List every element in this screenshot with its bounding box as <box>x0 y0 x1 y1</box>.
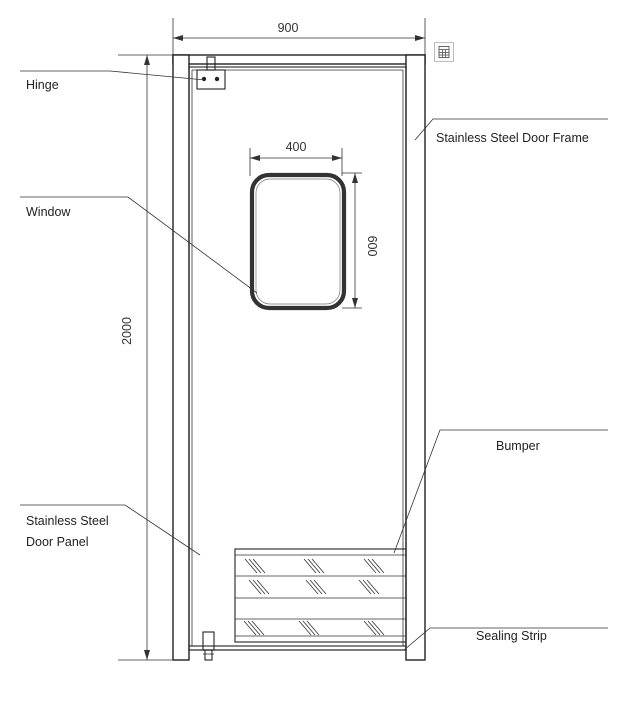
hatch-mark <box>366 579 380 595</box>
bumper-hatching <box>243 558 385 636</box>
hatch-mark <box>256 579 270 595</box>
height-dimension: 2000 <box>118 54 173 661</box>
hatch-mark <box>313 579 327 595</box>
window-width-dimension: 400 <box>249 140 343 176</box>
hatch-mark <box>248 558 262 574</box>
hatch-mark <box>251 620 265 636</box>
window-width-label: 400 <box>286 140 307 154</box>
hatch-mark <box>244 558 258 574</box>
hatch-mark <box>303 558 317 574</box>
hatch-mark <box>243 620 257 636</box>
hatch-mark <box>248 579 262 595</box>
hatch-mark <box>367 558 381 574</box>
sealing-strip <box>188 645 407 651</box>
table-grid-glyph <box>438 46 450 58</box>
door-panel <box>188 66 407 651</box>
hatch-mark <box>311 558 325 574</box>
hatch-mark <box>367 620 381 636</box>
hatch-mark <box>252 579 266 595</box>
hatch-mark <box>362 579 376 595</box>
hatch-mark <box>298 620 312 636</box>
window-label: Window <box>26 205 71 219</box>
sealing-strip-label: Sealing Strip <box>476 629 547 643</box>
hatch-mark <box>247 620 261 636</box>
hinge-bottom <box>202 631 215 661</box>
bumper <box>234 548 407 643</box>
hatch-mark <box>371 558 385 574</box>
hatch-mark <box>307 558 321 574</box>
hatch-mark <box>371 620 385 636</box>
hatch-mark <box>306 620 320 636</box>
window <box>249 172 347 311</box>
hatch-mark <box>363 558 377 574</box>
hatch-mark <box>305 579 319 595</box>
hatch-mark <box>302 620 316 636</box>
frame-label: Stainless Steel Door Frame <box>436 131 589 145</box>
window-height-dimension: 600 <box>342 172 379 309</box>
window-height-label: 600 <box>365 236 379 257</box>
bumper-label: Bumper <box>496 439 540 453</box>
panel-label-line1: Stainless Steel <box>26 514 109 528</box>
hatch-mark <box>252 558 266 574</box>
hinge-label: Hinge <box>26 78 59 92</box>
leader-lines <box>20 70 608 651</box>
hatch-mark <box>363 620 377 636</box>
width-dimension-label: 900 <box>278 21 299 35</box>
width-dimension: 900 <box>172 18 426 58</box>
hatch-mark <box>358 579 372 595</box>
hatch-mark <box>309 579 323 595</box>
panel-label-line2: Door Panel <box>26 535 89 549</box>
height-dimension-label: 2000 <box>120 317 134 345</box>
table-grid-icon[interactable] <box>434 42 454 62</box>
